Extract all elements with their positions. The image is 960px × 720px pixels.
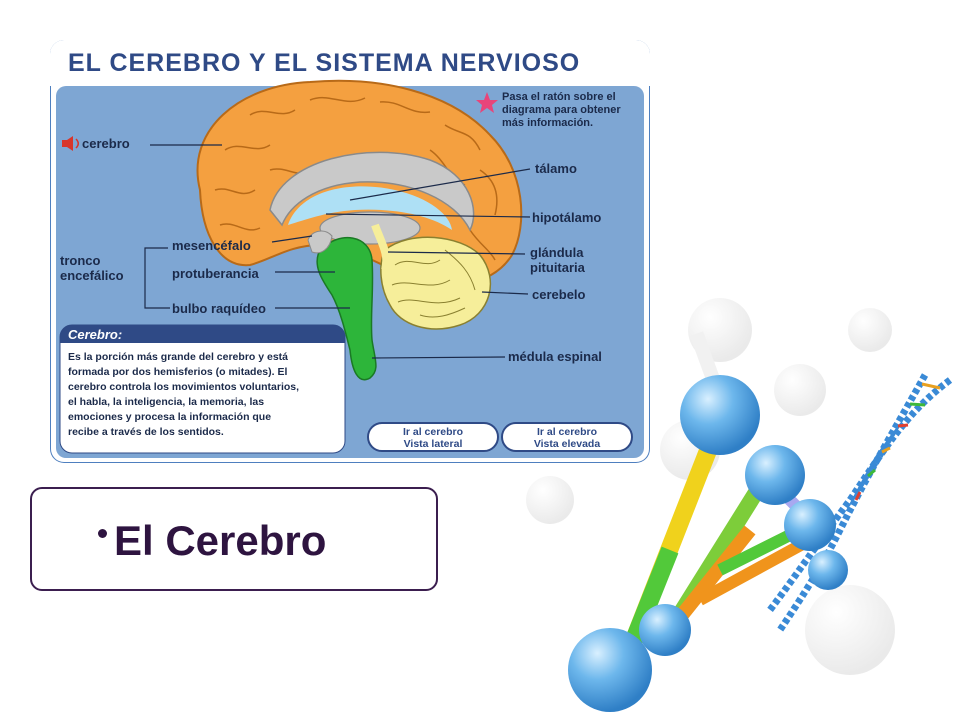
ventricle [288, 186, 452, 230]
hint-line-1: Pasa el ratón sobre el [502, 91, 616, 103]
molecule-bonds [621, 416, 825, 654]
speaker-icon[interactable] [62, 136, 79, 151]
pituitary-shape[interactable] [371, 223, 391, 272]
ghost-molecules [526, 298, 895, 675]
label-tronco: tronco [60, 253, 101, 268]
info-line: formada por dos hemisferios (o mitades).… [68, 366, 287, 378]
molecule-spheres [568, 375, 848, 712]
label-hipotalamo[interactable]: hipotálamo [532, 210, 601, 225]
dna-molecule-illustration [526, 298, 953, 712]
brain-diagram: EL CEREBRO Y EL SISTEMA NERVIOSO Pasa el… [50, 40, 650, 458]
label-encefalico: encefálico [60, 268, 124, 283]
lateral-view-label-2: Vista lateral [404, 438, 463, 450]
label-talamo[interactable]: tálamo [535, 161, 577, 176]
star-icon [476, 92, 498, 113]
hint-line-3: más información. [502, 117, 593, 129]
info-line: el habla, la inteligencia, la memoria, l… [68, 396, 264, 408]
hypothalamus-shape[interactable] [307, 230, 333, 254]
label-cerebro[interactable]: cerebro [82, 136, 130, 151]
elevated-view-label-2: Vista elevada [534, 438, 601, 450]
hint-line-2: diagrama para obtener [502, 104, 621, 116]
brainstem-shape[interactable] [316, 236, 377, 381]
slide-title: El Cerebro [114, 517, 327, 564]
lateral-view-label-1: Ir al cerebro [403, 426, 463, 438]
label-pituitaria[interactable]: pituitaria [530, 260, 586, 275]
label-protuberancia[interactable]: protuberancia [172, 266, 259, 281]
info-title: Cerebro: [68, 327, 122, 342]
slide-title-box: El Cerebro [30, 487, 438, 591]
diagram-header-title: EL CEREBRO Y EL SISTEMA NERVIOSO [68, 49, 580, 77]
thalamus-shape[interactable] [319, 211, 421, 245]
leader-lines [144, 144, 531, 359]
cerebellum-folds [391, 249, 476, 318]
label-cerebelo[interactable]: cerebelo [532, 287, 586, 302]
corpus-callosum [269, 151, 475, 232]
label-bulbo[interactable]: bulbo raquídeo [172, 301, 266, 316]
info-line: recibe a través de los sentidos. [68, 426, 224, 438]
elevated-view-button[interactable]: Ir al cerebro Vista elevada [501, 422, 633, 452]
cerebellum-shape[interactable] [380, 236, 492, 330]
diagram-header-bg [50, 40, 650, 86]
lateral-view-button[interactable]: Ir al cerebro Vista lateral [367, 422, 499, 452]
info-line: Es la porción más grande del cerebro y e… [68, 351, 288, 363]
dna-helix [767, 373, 953, 632]
label-glandula[interactable]: glándula [530, 245, 584, 260]
label-medula[interactable]: médula espinal [508, 349, 602, 364]
info-line: emociones y procesa la información que [68, 411, 271, 423]
info-line: cerebro controla los movimientos volunta… [68, 381, 299, 393]
cerebrum-shape[interactable] [196, 79, 523, 287]
elevated-view-label-1: Ir al cerebro [537, 426, 597, 438]
info-text: Es la porción más grande del cerebro y e… [68, 351, 299, 438]
info-box-header [60, 325, 345, 343]
bullet-icon [98, 529, 107, 538]
brain-diagram-panel: EL CEREBRO Y EL SISTEMA NERVIOSO Pasa el… [50, 40, 650, 463]
label-mesencefalo[interactable]: mesencéfalo [172, 238, 251, 253]
